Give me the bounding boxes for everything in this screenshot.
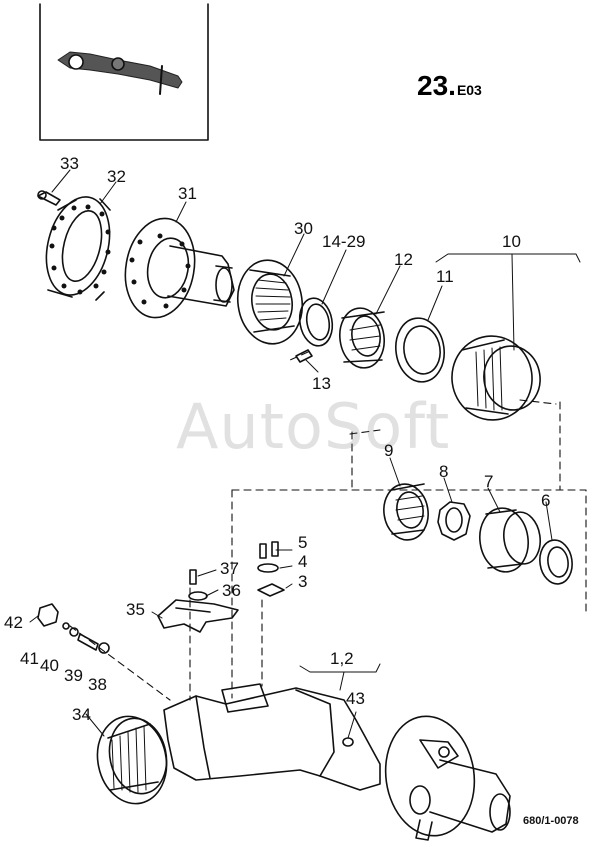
part-7-sleeve (479, 507, 541, 573)
part-label: 1,2 (330, 649, 354, 668)
part-12-bearing-cone (339, 307, 385, 369)
leader-lines (29, 169, 581, 739)
part-label: 6 (541, 491, 551, 510)
part-label: 10 (502, 232, 521, 251)
part-label: 36 (222, 581, 241, 600)
drawing-number: 680/1-0078 (523, 815, 579, 827)
part-label: 13 (312, 374, 331, 393)
page-number-main: 23. (417, 70, 456, 101)
part-32-ring (45, 196, 111, 301)
part-label: 35 (126, 600, 145, 619)
part-3-plate (257, 583, 285, 597)
part-label: 5 (298, 533, 308, 552)
part-label: 14-29 (322, 232, 366, 251)
page-number: 23.E03 (417, 72, 482, 100)
part-label: 42 (4, 613, 23, 632)
part-label: 11 (436, 267, 454, 286)
part-4-washer (257, 563, 279, 573)
part-label: 7 (484, 472, 494, 491)
part-37-bolt (189, 569, 197, 585)
part-33-bolt (37, 190, 61, 206)
part-label: 4 (298, 552, 308, 571)
overview-thumbnail (39, 3, 209, 141)
part-label: 33 (60, 154, 79, 173)
part-9-bearing (383, 483, 429, 541)
part-label: 31 (178, 184, 197, 203)
page-section: E03 (456, 82, 482, 98)
part-label: 37 (220, 559, 239, 578)
part-30-bearing (236, 259, 304, 345)
part-13-pin (295, 349, 313, 363)
part-14-29-shim (298, 297, 334, 347)
part-11-ring (395, 317, 445, 383)
assembly-guide-lines (69, 351, 587, 701)
part-5-bolts (259, 541, 279, 559)
part-35-bracket (157, 599, 239, 633)
part-31-hub-shaft (124, 217, 235, 319)
part-label: 43 (346, 689, 365, 708)
part-label: 38 (88, 675, 107, 694)
part-40-ring (69, 627, 79, 637)
part-34-cage (96, 715, 168, 805)
part-1-2-axle-housing (163, 683, 381, 791)
part-label: 34 (72, 705, 91, 724)
part-label: 39 (64, 666, 83, 685)
part-label: 12 (394, 250, 413, 269)
part-label: 3 (298, 572, 308, 591)
part-6-seal (539, 539, 573, 585)
part-41-ring (62, 622, 70, 630)
part-42-block (37, 603, 59, 627)
part-label: 32 (107, 167, 126, 186)
part-label: 30 (294, 219, 313, 238)
watermark: AutoSoft (176, 390, 451, 463)
part-label: 40 (40, 656, 59, 675)
part-wheel-hub (384, 715, 511, 841)
part-8-nut (437, 501, 471, 541)
part-36-washer (188, 591, 208, 601)
part-label: 9 (384, 441, 394, 460)
part-10-ring-gear (451, 335, 541, 421)
part-label: 41 (20, 649, 39, 668)
part-label: 8 (439, 462, 449, 481)
part-39-pin (77, 633, 99, 651)
